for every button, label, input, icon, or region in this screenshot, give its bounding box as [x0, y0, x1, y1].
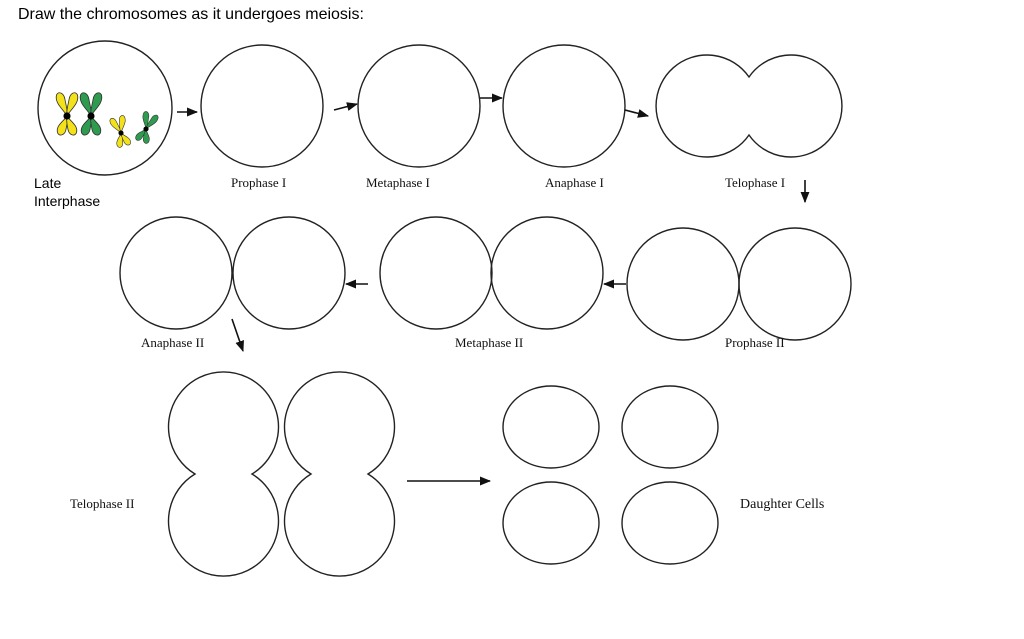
- chromatid-arm: [66, 114, 78, 136]
- chromatid-arm: [120, 132, 131, 146]
- instruction-text: Draw the chromosomes as it undergoes mei…: [18, 6, 364, 23]
- label-interphase: Interphase: [34, 193, 100, 209]
- anaphase-1-cell: [502, 44, 626, 168]
- prophase-1-cell: [200, 44, 324, 168]
- late-interphase-cell: [37, 40, 173, 176]
- chromosome-green-small: [135, 111, 159, 144]
- label-prophase-2: Prophase II: [725, 335, 785, 350]
- chromosome-green-large: [79, 92, 103, 136]
- chromatid-arm: [55, 92, 68, 118]
- chromatid-arm: [145, 114, 159, 130]
- centromere: [143, 126, 149, 132]
- chromatid-arm: [79, 92, 92, 118]
- chromatid-arm: [90, 92, 103, 118]
- chromatid-arm: [109, 118, 122, 134]
- chromatid-arm: [90, 114, 102, 136]
- arrow-right-icon: [624, 109, 650, 118]
- prophase-2-cells: [626, 227, 852, 341]
- metaphase-2-cells: [379, 216, 604, 330]
- telophase-2-cell-left: [167, 371, 280, 577]
- telophase-2-cell-right: [283, 371, 396, 577]
- label-metaphase-1: Metaphase I: [366, 175, 430, 190]
- chromatid-arm: [66, 92, 79, 118]
- daughter-cells: [502, 385, 719, 565]
- arrow-right-icon: [333, 102, 359, 111]
- centromere: [63, 112, 71, 120]
- label-prophase-1: Prophase I: [231, 175, 286, 190]
- label-telophase-2: Telophase II: [70, 496, 134, 511]
- label-telophase-1: Telophase I: [725, 175, 785, 190]
- label-anaphase-2: Anaphase II: [141, 335, 204, 350]
- chromosome-yellow-small: [109, 115, 131, 148]
- anaphase-2-cells: [119, 216, 346, 330]
- label-daughter-cells: Daughter Cells: [740, 497, 824, 512]
- arrow-down-icon: [231, 318, 244, 353]
- telophase-1-cell: [655, 54, 843, 158]
- chromatid-arm: [143, 128, 150, 144]
- label-anaphase-1: Anaphase I: [545, 175, 604, 190]
- centromere: [87, 112, 95, 120]
- label-metaphase-2: Metaphase II: [455, 335, 523, 350]
- metaphase-1-cell: [357, 44, 481, 168]
- chromosome-yellow-large: [55, 92, 79, 136]
- label-late: Late: [34, 175, 61, 191]
- centromere: [118, 130, 124, 136]
- chromatid-arm: [119, 115, 126, 134]
